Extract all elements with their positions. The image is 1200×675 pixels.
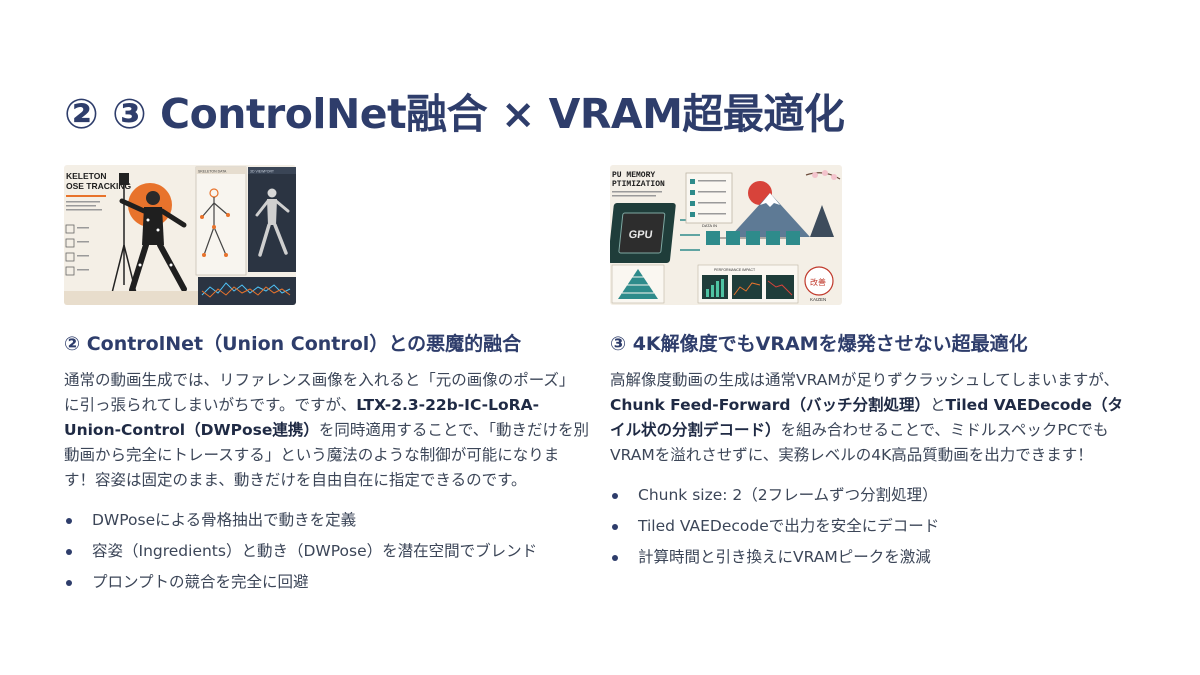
- bullet-item: 容姿（Ingredients）と動き（DWPose）を潜在空間でブレンド: [64, 536, 594, 567]
- thumb-heading-line-1: KELETON: [66, 171, 106, 181]
- viewport-tab: 3D VIEWPORT: [250, 170, 275, 174]
- bullet-text: 容姿（Ingredients）と動き（DWPose）を潜在空間でブレンド: [92, 542, 538, 560]
- bullet-item: プロンプトの競合を完全に回避: [64, 567, 594, 598]
- bullet-dot-icon: [612, 555, 618, 561]
- body-paragraph-controlnet: 通常の動画生成では、リファレンス画像を入れると「元の画像のポーズ」に引っ張られて…: [64, 368, 589, 493]
- skeleton-data-tab: SKELETON DATA: [198, 170, 227, 174]
- body-text-segment: 通常の動画生成では、リファレンス画像を入れると「元の画像のポーズ」に引っ張られて…: [64, 371, 575, 414]
- body-emphasis: LTX-2.3-22b-IC-LoRA-Union-Control（DWPose…: [64, 396, 540, 439]
- bullet-dot-icon: [66, 580, 72, 586]
- body-emphasis: Tiled VAEDecode（タイル状の分割デコード）: [610, 396, 1124, 439]
- gpu-memory-optimization-illustration: PU MEMORY PTIMIZATION GPU: [610, 165, 842, 305]
- thumb-heading-line-2: OSE TRACKING: [66, 181, 132, 191]
- bullet-item: 計算時間と引き換えにVRAMピークを激減: [610, 542, 1140, 573]
- thumb-heading-line-2: PTIMIZATION: [612, 180, 665, 189]
- bullet-text: プロンプトの競合を完全に回避: [92, 573, 309, 591]
- gpu-chip-label: GPU: [628, 229, 653, 241]
- body-text-segment: を同時適用することで、「動きだけを別動画から完全にトレースする」という魔法のよう…: [64, 421, 590, 489]
- data-in-label: DATA IN: [702, 223, 717, 228]
- bullet-text: Chunk size: 2（2フレームずつ分割処理）: [638, 486, 938, 504]
- bullet-text: Tiled VAEDecodeで出力を安全にデコード: [638, 517, 940, 535]
- section-heading-vram: ③ 4K解像度でもVRAMを爆発させない超最適化: [610, 333, 1028, 355]
- section-heading-controlnet: ② ControlNet（Union Control）との悪魔的融合: [64, 333, 522, 355]
- bullet-list-controlnet: DWPoseによる骨格抽出で動きを定義 容姿（Ingredients）と動き（D…: [64, 505, 594, 598]
- body-text-segment: と: [929, 396, 946, 414]
- thumb-heading-line-1: PU MEMORY: [612, 171, 655, 180]
- bullet-text: DWPoseによる骨格抽出で動きを定義: [92, 511, 357, 529]
- bullet-item: DWPoseによる骨格抽出で動きを定義: [64, 505, 594, 536]
- right-column: PU MEMORY PTIMIZATION GPU: [610, 165, 1140, 573]
- bullet-dot-icon: [66, 518, 72, 524]
- body-paragraph-vram: 高解像度動画の生成は通常VRAMが足りずクラッシュしてしまいますが、 Chunk …: [610, 368, 1135, 468]
- slide-title: ② ③ ControlNet融合 × VRAM超最適化: [64, 90, 845, 138]
- skeleton-tracking-illustration: KELETON OSE TRACKING: [64, 165, 296, 305]
- body-emphasis: Chunk Feed-Forward（バッチ分割処理）: [610, 396, 930, 414]
- bullet-dot-icon: [612, 524, 618, 530]
- body-text-segment: を組み合わせることで、ミドルスペックPCでもVRAMを溢れさせずに、実務レベルの…: [610, 421, 1109, 464]
- left-column: KELETON OSE TRACKING: [64, 165, 594, 598]
- bullet-list-vram: Chunk size: 2（2フレームずつ分割処理） Tiled VAEDeco…: [610, 480, 1140, 573]
- kaizen-caption: KAIZEN: [810, 297, 826, 302]
- bullet-item: Chunk size: 2（2フレームずつ分割処理）: [610, 480, 1140, 511]
- bullet-dot-icon: [66, 549, 72, 555]
- bullet-text: 計算時間と引き換えにVRAMピークを激減: [638, 548, 931, 566]
- bullet-item: Tiled VAEDecodeで出力を安全にデコード: [610, 511, 1140, 542]
- body-text-segment: 高解像度動画の生成は通常VRAMが足りずクラッシュしてしまいますが、: [610, 371, 1119, 389]
- kaizen-stamp: 改善: [810, 277, 826, 287]
- bullet-dot-icon: [612, 493, 618, 499]
- performance-label: PERFORMANCE IMPACT: [714, 268, 756, 272]
